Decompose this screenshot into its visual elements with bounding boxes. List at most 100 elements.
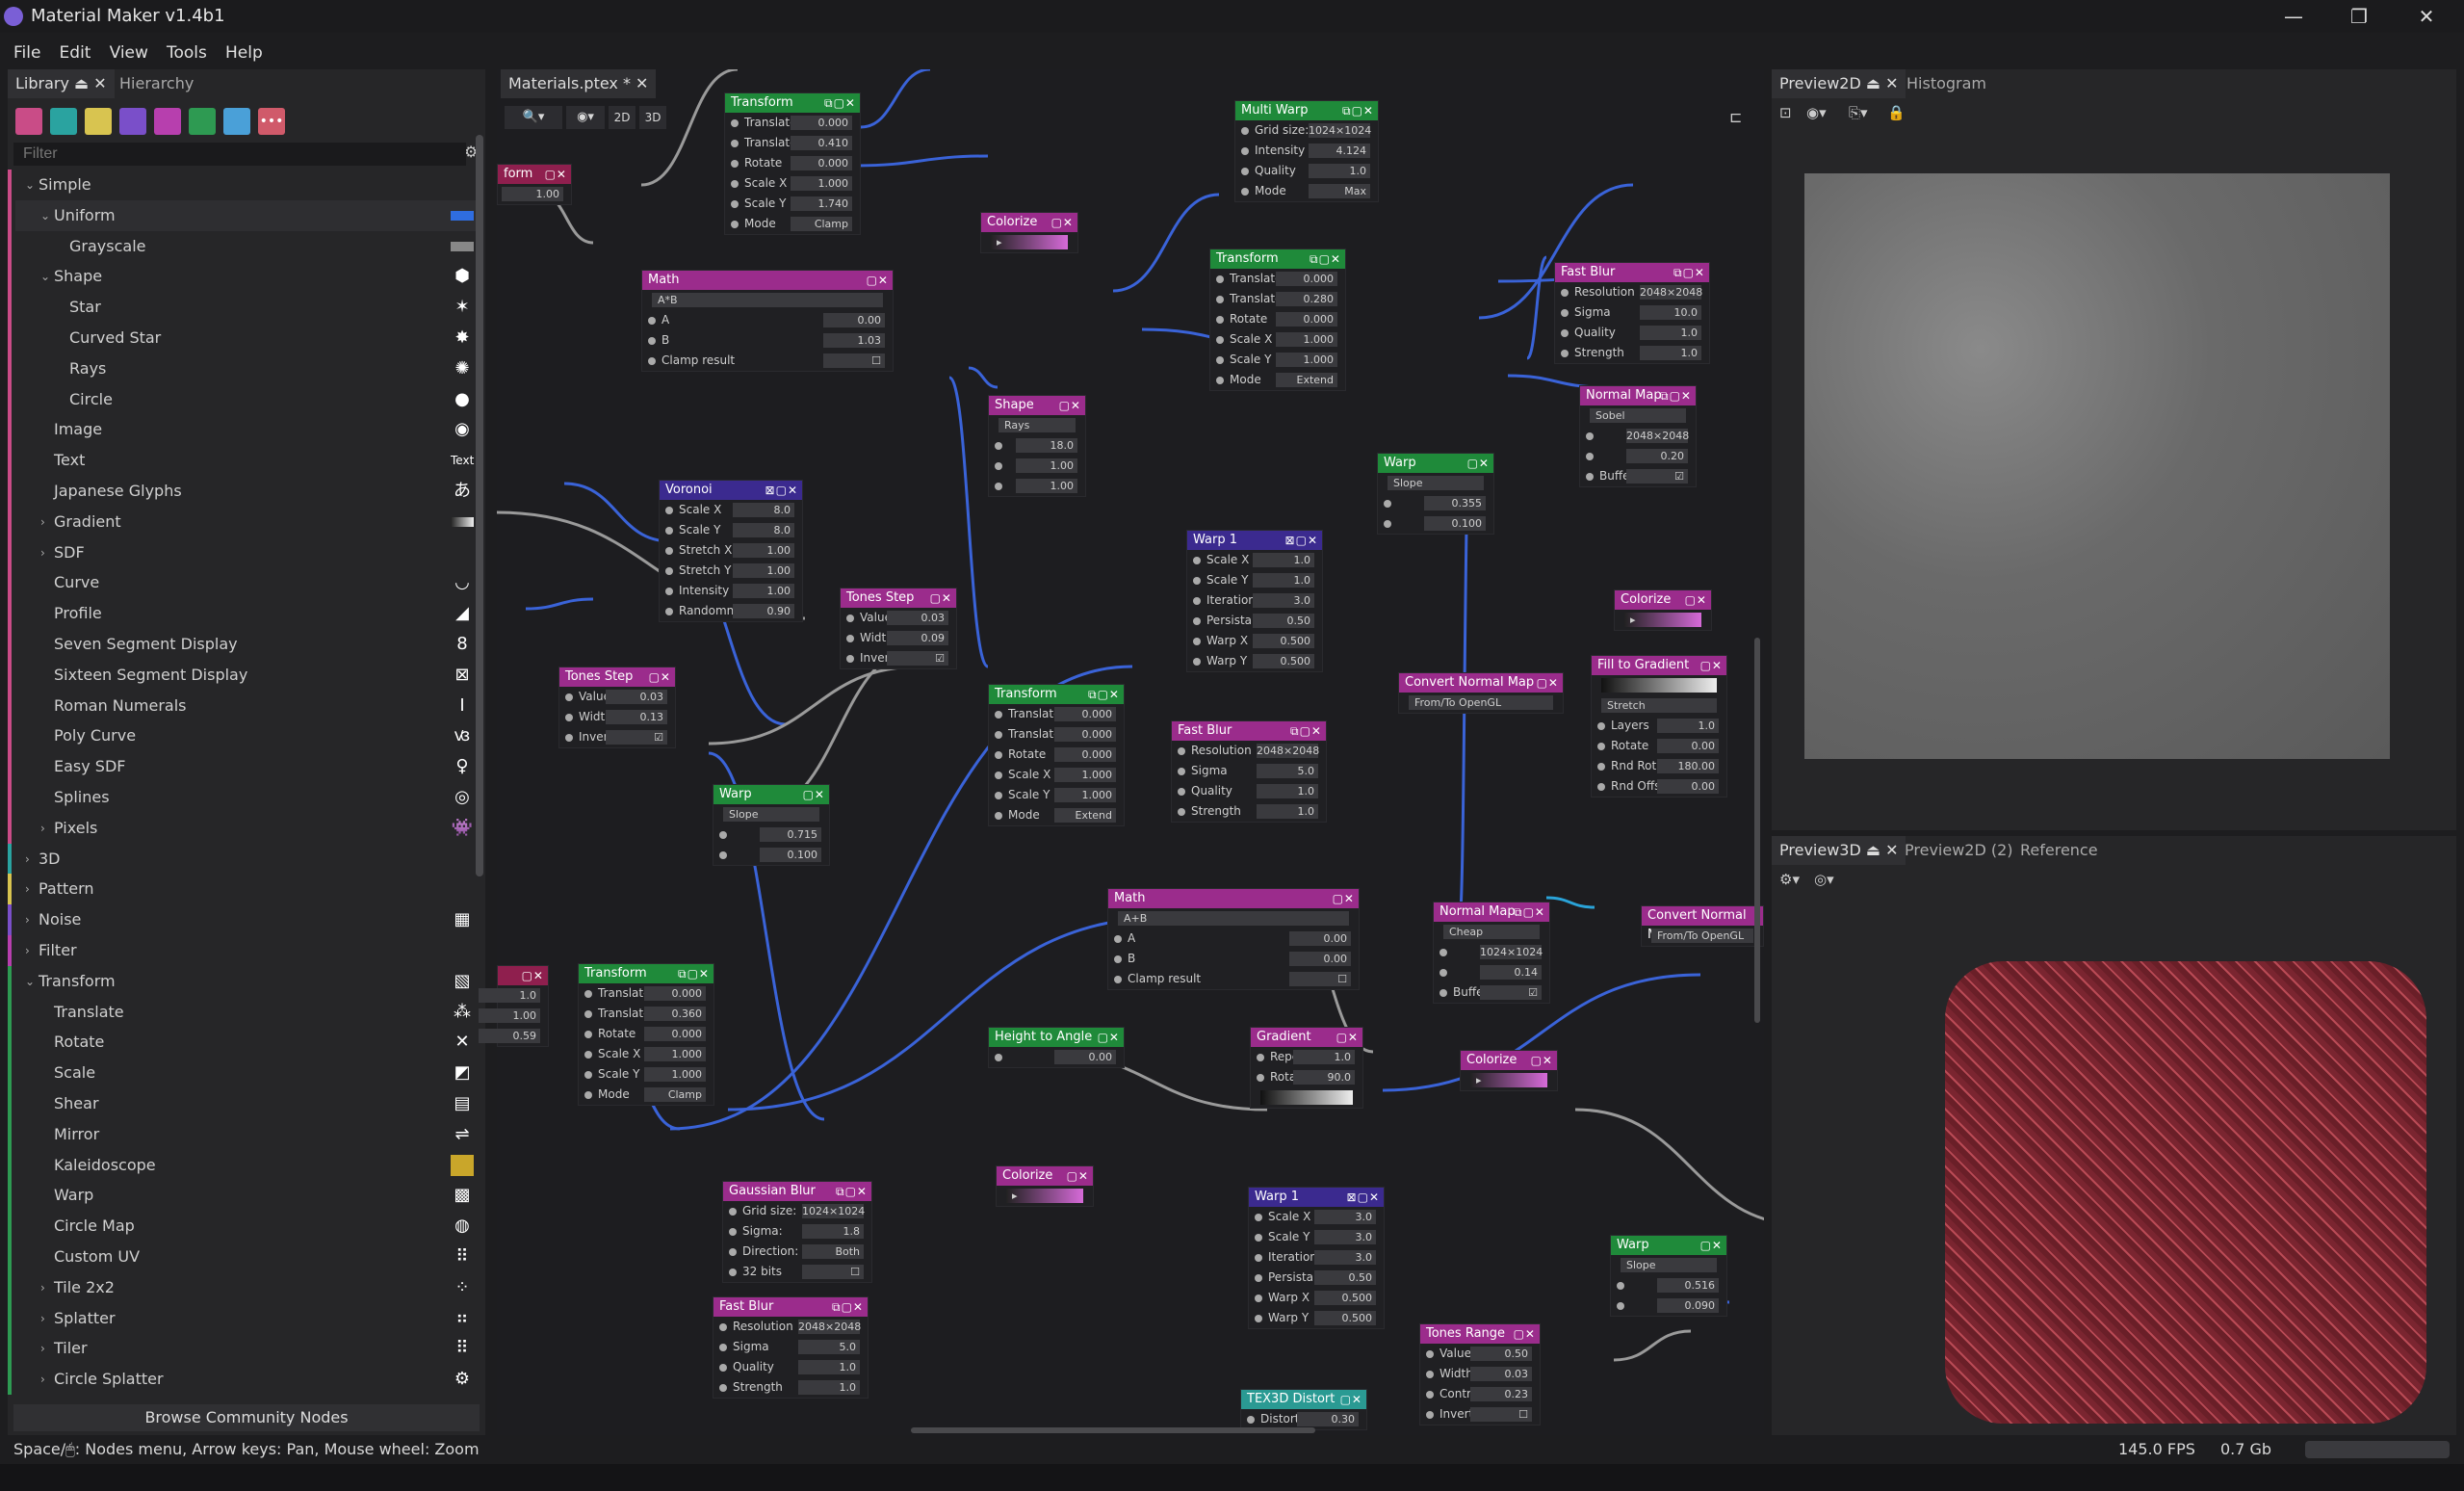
menu-help[interactable]: Help: [224, 43, 263, 63]
param-value-field[interactable]: 0.00: [1289, 931, 1351, 946]
library-item-filter[interactable]: ›Filter: [15, 935, 481, 966]
node-colorize[interactable]: Colorize▢✕▸: [980, 212, 1078, 253]
input-port-icon[interactable]: [995, 792, 1002, 799]
param-value-field[interactable]: 1.00: [733, 563, 794, 578]
input-port-icon[interactable]: [565, 714, 573, 721]
param-value-field[interactable]: 0.50: [1253, 614, 1314, 628]
chevron-right-icon[interactable]: ›: [40, 1280, 45, 1295]
param-value-field[interactable]: 0.00: [823, 313, 885, 327]
param-value-field[interactable]: 1024×1024: [1309, 123, 1372, 138]
preview3d-cube[interactable]: [1945, 961, 2426, 1424]
param-value-field[interactable]: 0.09: [887, 631, 948, 645]
library-item-tile-2x2[interactable]: ›Tile 2x2⁘: [15, 1272, 481, 1303]
simple-category-icon[interactable]: [15, 108, 42, 135]
input-port-icon[interactable]: [1178, 808, 1185, 816]
input-port-icon[interactable]: [729, 1208, 737, 1216]
node-header-buttons[interactable]: ▢✕: [866, 274, 889, 287]
param-value-field[interactable]: 0.516: [1657, 1278, 1719, 1293]
tab-materials-graph[interactable]: Materials.ptex * ✕: [501, 69, 657, 98]
chevron-right-icon[interactable]: ›: [25, 882, 30, 897]
param-value-field[interactable]: 180.00: [1657, 759, 1719, 773]
library-item-3d[interactable]: ›3D: [15, 844, 481, 875]
connection-wire[interactable]: [947, 376, 990, 668]
input-port-icon[interactable]: [648, 357, 656, 365]
maximize-button[interactable]: ❐: [2350, 5, 2368, 28]
input-port-icon[interactable]: [584, 1091, 592, 1099]
input-port-icon[interactable]: [731, 160, 739, 168]
library-scrollbar[interactable]: [476, 135, 483, 876]
input-port-icon[interactable]: [1561, 289, 1569, 297]
param-value-field[interactable]: ☐: [802, 1265, 864, 1279]
minimize-button[interactable]: —: [2284, 5, 2303, 28]
param-value-field[interactable]: 0.000: [1276, 272, 1337, 286]
param-value-field[interactable]: A+B: [1118, 911, 1349, 926]
param-value-field[interactable]: 0.03: [887, 611, 948, 625]
input-port-icon[interactable]: [1193, 557, 1201, 564]
node-header[interactable]: Fast Blur⧉▢✕: [1172, 721, 1326, 741]
library-item-shape[interactable]: ⌄Shape⬢: [15, 261, 481, 292]
node-header[interactable]: Warp▢✕: [1378, 454, 1493, 473]
node-header[interactable]: Height to Angle▢✕: [989, 1028, 1124, 1047]
workflow-category-icon[interactable]: [223, 108, 250, 135]
param-value-field[interactable]: 0.000: [644, 986, 706, 1001]
graph-view-button[interactable]: ◉▾: [566, 106, 605, 129]
param-value-field[interactable]: 0.30: [1297, 1412, 1359, 1426]
param-value-field[interactable]: Sobel: [1590, 408, 1686, 423]
param-value-field[interactable]: 0.00: [1657, 739, 1719, 753]
library-item-tiler[interactable]: ›Tiler⠿: [15, 1333, 481, 1364]
param-value-field[interactable]: 5.0: [1257, 764, 1318, 778]
node-header[interactable]: Math▢✕: [642, 271, 893, 290]
param-value-field[interactable]: ☐: [823, 353, 885, 368]
input-port-icon[interactable]: [846, 655, 854, 663]
param-value-field[interactable]: 0.000: [1054, 727, 1116, 742]
input-port-icon[interactable]: [995, 483, 1002, 490]
node-header-buttons[interactable]: ▢✕: [1058, 399, 1081, 412]
input-port-icon[interactable]: [665, 527, 673, 535]
tab-reference[interactable]: Reference: [2020, 841, 2098, 859]
input-port-icon[interactable]: [665, 608, 673, 615]
node-header[interactable]: Fast Blur⧉▢✕: [1555, 263, 1709, 282]
input-port-icon[interactable]: [584, 1031, 592, 1038]
node-header[interactable]: Convert Normal Map: [1642, 906, 1763, 942]
library-item-star[interactable]: Star✶: [15, 292, 481, 323]
chevron-right-icon[interactable]: ›: [25, 913, 30, 928]
input-port-icon[interactable]: [1114, 976, 1122, 983]
connection-wire[interactable]: [1545, 896, 1595, 909]
input-port-icon[interactable]: [584, 1010, 592, 1018]
param-value-field[interactable]: 1.00: [1016, 458, 1077, 473]
input-port-icon[interactable]: [665, 547, 673, 555]
input-port-icon[interactable]: [584, 1051, 592, 1059]
param-value-field[interactable]: Clamp: [644, 1087, 706, 1102]
input-port-icon[interactable]: [995, 1054, 1002, 1061]
param-value-field[interactable]: 0.355: [1424, 496, 1486, 510]
chevron-right-icon[interactable]: ›: [40, 1373, 45, 1387]
library-item-splatter[interactable]: ›Splatter⠶: [15, 1303, 481, 1334]
noise-category-icon[interactable]: [119, 108, 146, 135]
param-value-field[interactable]: 10.0: [1640, 305, 1701, 320]
input-port-icon[interactable]: [1193, 658, 1201, 666]
param-value-field[interactable]: 0.59: [479, 1029, 540, 1043]
param-value-field[interactable]: [1260, 1090, 1353, 1105]
input-port-icon[interactable]: [1255, 1274, 1262, 1282]
connection-wire[interactable]: [525, 597, 594, 611]
input-port-icon[interactable]: [584, 990, 592, 998]
param-value-field[interactable]: 0.100: [760, 848, 821, 862]
param-value-field[interactable]: 1.00: [502, 187, 563, 201]
input-port-icon[interactable]: [1178, 768, 1185, 775]
input-port-icon[interactable]: [1178, 747, 1185, 755]
connection-wire[interactable]: [968, 366, 999, 389]
node-header-buttons[interactable]: ▢✕: [1332, 892, 1355, 905]
browse-community-nodes-button[interactable]: Browse Community Nodes: [13, 1404, 480, 1431]
param-value-field[interactable]: 1.0: [1657, 719, 1719, 733]
node-header-buttons[interactable]: ▢✕: [1336, 1031, 1359, 1044]
3d-category-icon[interactable]: [50, 108, 77, 135]
library-item-curve[interactable]: Curve◡: [15, 567, 481, 598]
param-value-field[interactable]: 8.0: [733, 523, 794, 537]
input-port-icon[interactable]: [995, 812, 1002, 820]
graph-vertical-scrollbar[interactable]: [1754, 638, 1760, 1023]
param-value-field[interactable]: 0.410: [791, 136, 852, 150]
input-port-icon[interactable]: [1384, 520, 1391, 528]
